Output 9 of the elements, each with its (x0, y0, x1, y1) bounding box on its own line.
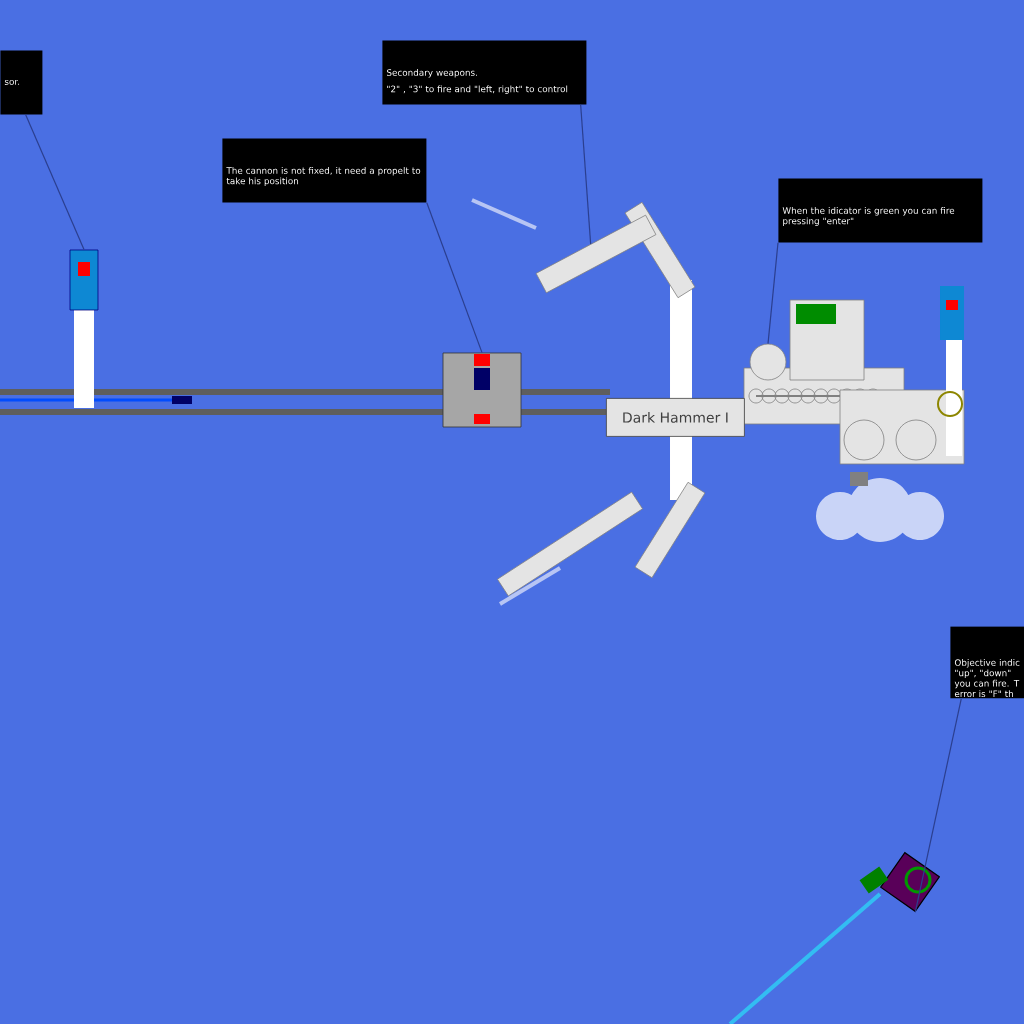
leader-line (426, 202, 483, 354)
leader-line (580, 104, 592, 245)
weapon-barrel (535, 214, 657, 294)
cannon-mount (442, 352, 522, 428)
indicator-sphere (749, 343, 787, 381)
indicator-tube (69, 249, 99, 311)
leader-line (767, 242, 779, 345)
leader-line (914, 698, 962, 913)
leader-line (25, 114, 85, 251)
